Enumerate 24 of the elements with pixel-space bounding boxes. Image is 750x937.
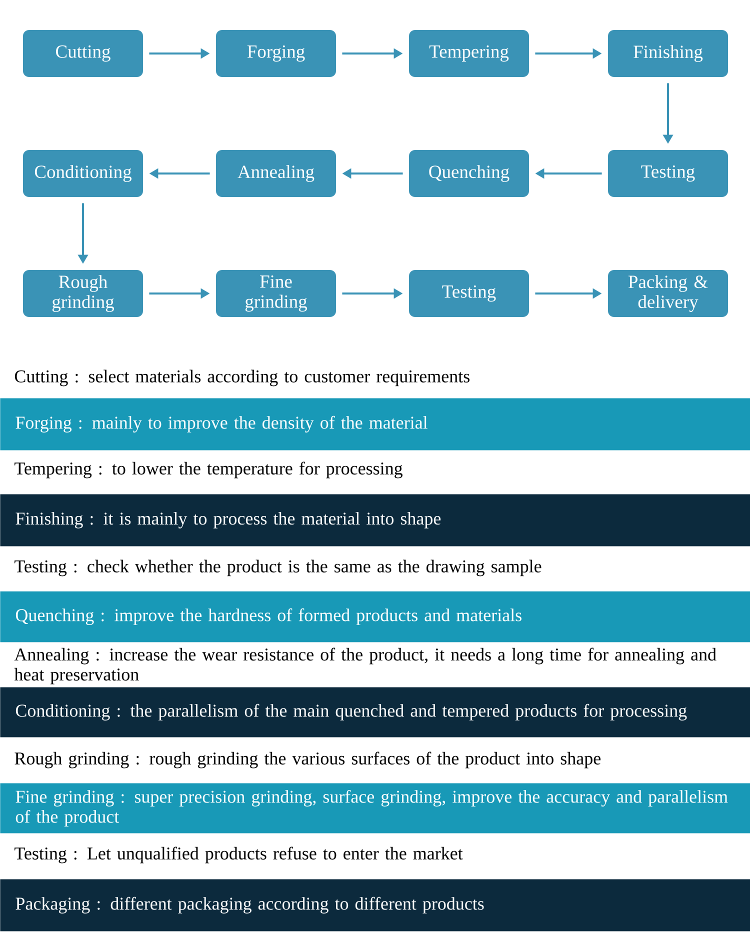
description-band: Forging : mainly to improve the density of the material xyxy=(0,398,750,450)
description-text: Annealing : increase the wear resistance of the product, it needs a long time for annealing and heat preservation xyxy=(14,648,716,684)
process-box: Packing & delivery xyxy=(608,270,728,317)
process-box: Testing xyxy=(409,270,529,317)
process-box: Quenching xyxy=(409,150,529,197)
process-box: Rough grinding xyxy=(23,270,143,317)
description-band: Quenching : improve the hardness of formed products and materials xyxy=(0,591,750,642)
process-box: Forging xyxy=(216,30,336,77)
process-box: Testing xyxy=(608,150,728,197)
description-text: Testing : check whether the product is the same as the drawing sample xyxy=(14,560,542,576)
description-band: Packaging : different packaging according to different products xyxy=(0,879,750,932)
description-band: Finishing : it is mainly to process the material into shape xyxy=(0,494,750,546)
process-box: Conditioning xyxy=(23,150,143,197)
description-text: Tempering : to lower the temperature for processing xyxy=(14,462,402,478)
process-box: Fine grinding xyxy=(216,270,336,317)
process-box: Annealing xyxy=(216,150,336,197)
process-box: Finishing xyxy=(608,30,728,77)
description-text: Rough grinding : rough grinding the various surfaces of the product into shape xyxy=(14,752,600,768)
process-box: Tempering xyxy=(409,30,529,77)
description-band: Conditioning : the parallelism of the main quenched and tempered products for processing xyxy=(0,687,750,738)
description-text: Testing : Let unqualified products refuse to enter the market xyxy=(14,846,463,864)
description-text: Cutting : select materials according to customer requirements xyxy=(14,370,470,386)
process-box: Cutting xyxy=(23,30,143,77)
description-band: Fine grinding : super precision grinding, surface grinding, improve the accuracy and parallelism of the product xyxy=(0,783,750,834)
